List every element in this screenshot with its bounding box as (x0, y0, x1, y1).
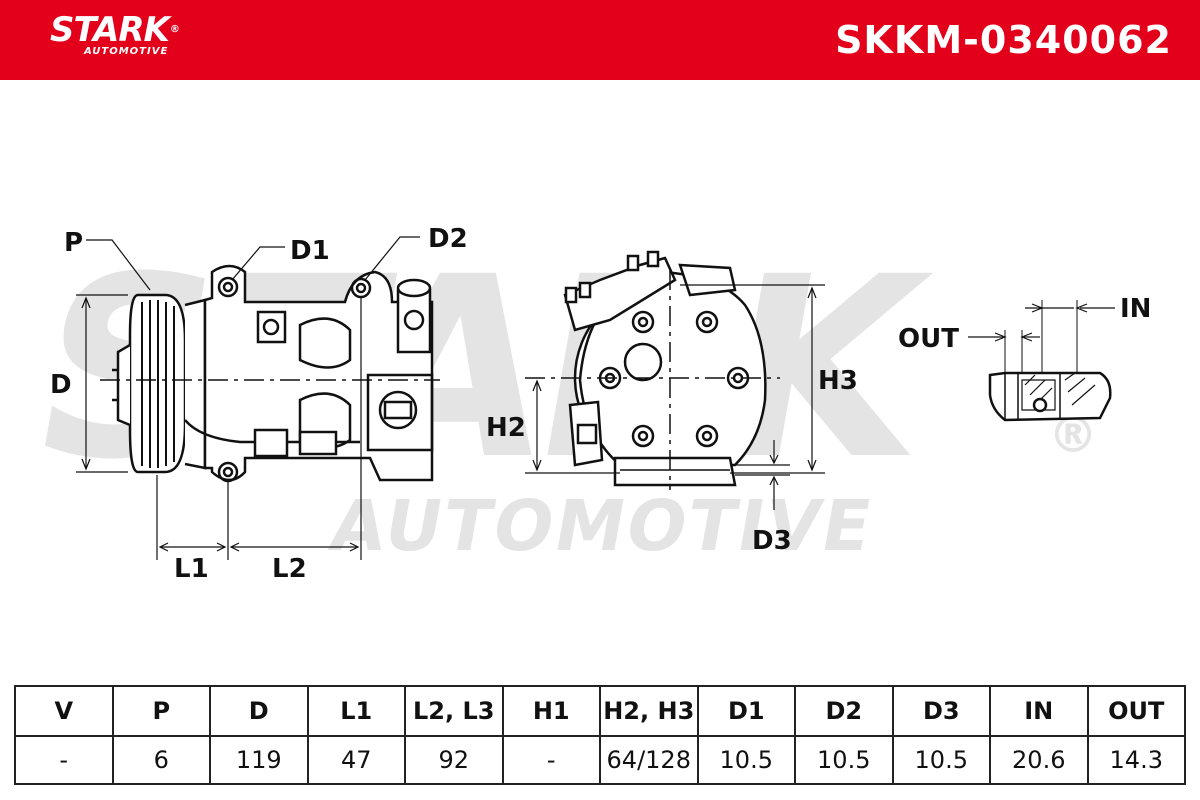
label-h3: H3 (818, 366, 858, 396)
label-d3: D3 (752, 526, 792, 556)
spec-value-cell: 10.5 (696, 735, 796, 785)
label-p: P (64, 228, 83, 258)
brand-name: STARK (50, 10, 170, 50)
spec-value-cell: - (14, 735, 114, 785)
spec-header-row: V P D L1 L2, L3 H1 H2, H3 D1 D2 D3 IN OU… (14, 685, 1186, 737)
header-bar: STARK® AUTOMOTIVE SKKM-0340062 (0, 0, 1200, 80)
spec-value-cell: - (501, 735, 601, 785)
spec-table: V P D L1 L2, L3 H1 H2, H3 D1 D2 D3 IN OU… (14, 685, 1186, 785)
label-l1: L1 (174, 554, 209, 584)
spec-value-cell: 47 (306, 735, 406, 785)
label-in: IN (1120, 294, 1151, 324)
spec-header-cell: D1 (696, 685, 796, 737)
label-d: D (50, 370, 72, 400)
spec-header-cell: P (111, 685, 211, 737)
spec-header-cell: IN (989, 685, 1089, 737)
label-d2: D2 (428, 224, 468, 254)
spec-header-cell: D2 (794, 685, 894, 737)
label-h2: H2 (486, 413, 526, 443)
spec-header-cell: L1 (306, 685, 406, 737)
spec-value-cell: 119 (209, 735, 309, 785)
spec-header-cell: H1 (501, 685, 601, 737)
spec-value-row: - 6 119 47 92 - 64/128 10.5 10.5 10.5 20… (14, 735, 1186, 785)
spec-value-cell: 10.5 (891, 735, 991, 785)
spec-header-cell: V (14, 685, 114, 737)
registered-mark: ® (169, 24, 180, 35)
spec-header-cell: OUT (1086, 685, 1186, 737)
spec-header-cell: L2, L3 (404, 685, 504, 737)
spec-value-cell: 92 (404, 735, 504, 785)
spec-value-cell: 20.6 (989, 735, 1089, 785)
brand-logo: STARK® AUTOMOTIVE (50, 10, 180, 57)
brand-tagline: AUTOMOTIVE (84, 46, 169, 57)
spec-header-cell: D (209, 685, 309, 737)
label-out: OUT (898, 324, 959, 354)
technical-diagram: STARK AUTOMOTIVE ® (0, 80, 1200, 670)
spec-value-cell: 64/128 (599, 735, 699, 785)
spec-value-cell: 6 (111, 735, 211, 785)
spec-header-cell: H2, H3 (599, 685, 699, 737)
part-number: SKKM-0340062 (835, 18, 1172, 62)
spec-value-cell: 10.5 (794, 735, 894, 785)
label-l2: L2 (272, 554, 307, 584)
spec-header-cell: D3 (891, 685, 991, 737)
compressor-side-view (76, 236, 440, 560)
fitting-section-view (968, 300, 1115, 422)
diagram-canvas: STARK AUTOMOTIVE ® (13, 224, 1151, 584)
compressor-rear-view (525, 250, 825, 510)
watermark-tagline: AUTOMOTIVE (324, 485, 879, 566)
spec-value-cell: 14.3 (1086, 735, 1186, 785)
label-d1: D1 (290, 236, 330, 266)
